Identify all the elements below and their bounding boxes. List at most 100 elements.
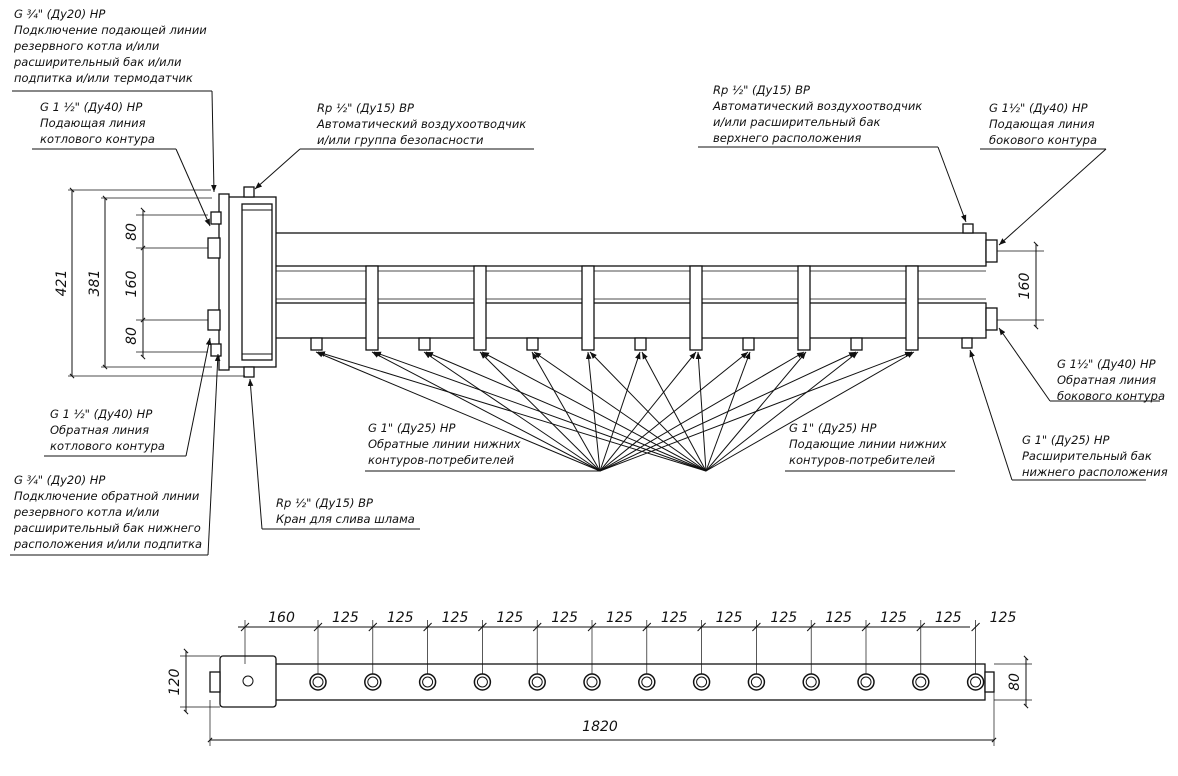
plan-right-nozzle bbox=[984, 671, 995, 693]
riser-6 bbox=[905, 265, 919, 351]
supply-leader-12 bbox=[705, 351, 859, 472]
riser-3 bbox=[581, 265, 595, 351]
right-top-air-stub bbox=[962, 223, 974, 234]
dim-pitch-2: 125 bbox=[387, 610, 414, 626]
return-leader-1 bbox=[371, 351, 601, 472]
plan-outlet-inner-10 bbox=[805, 676, 817, 688]
dim-pitch-7: 125 bbox=[661, 610, 688, 626]
dim-160-plan: 160 bbox=[268, 610, 295, 626]
left-upper-nozzle bbox=[207, 237, 221, 259]
dim-160-right: 160 bbox=[1017, 273, 1033, 300]
dim-pitch-8: 125 bbox=[716, 610, 743, 626]
drain-spec: Rp ½" (Ду15) ВР bbox=[276, 496, 373, 510]
dim-pitch-4: 125 bbox=[496, 610, 523, 626]
plan-outlet-inner-12 bbox=[915, 676, 927, 688]
plan-outlet-inner-11 bbox=[860, 676, 872, 688]
outlet-stub-1 bbox=[310, 337, 323, 351]
tl-conn-spec: G ¾" (Ду20) НР bbox=[14, 7, 105, 21]
drain-stub bbox=[243, 366, 255, 378]
dim-80-lower: 80 bbox=[124, 327, 140, 345]
dim-80-upper: 80 bbox=[124, 223, 140, 241]
dim-421: 421 bbox=[54, 270, 70, 297]
front-view: 421 381 80 160 80 160 bbox=[10, 7, 1168, 556]
plan-outlet-inner-4 bbox=[476, 676, 488, 688]
dim-pitch-1: 125 bbox=[332, 610, 359, 626]
plan-outlet-inner-1 bbox=[312, 676, 324, 688]
supply-leader-11 bbox=[705, 351, 751, 472]
lower-header-pipe bbox=[269, 302, 987, 339]
supply-leader-3 bbox=[589, 351, 707, 472]
tl-supply-spec: G 1 ½" (Ду40) НР bbox=[40, 100, 142, 114]
bl-conn-spec: G ¾" (Ду20) НР bbox=[14, 473, 105, 487]
dim-pitch-5: 125 bbox=[551, 610, 578, 626]
dim-381: 381 bbox=[87, 270, 103, 297]
tr-supply-spec: G 1½" (Ду40) НР bbox=[989, 101, 1088, 115]
supply-leader-fan bbox=[317, 351, 915, 472]
outlet-stub-4 bbox=[634, 337, 647, 351]
dim-1820: 1820 bbox=[582, 719, 618, 735]
upper-header-pipe bbox=[269, 232, 987, 267]
outlet-stubs-group bbox=[310, 337, 863, 351]
outlet-stub-3 bbox=[526, 337, 539, 351]
dim-120: 120 bbox=[167, 669, 183, 696]
top-air-vent-stub bbox=[243, 186, 255, 198]
dim-pitch-3: 125 bbox=[442, 610, 469, 626]
riser-1 bbox=[365, 265, 379, 351]
plan-left-nozzle bbox=[209, 671, 221, 693]
left-lower-nozzle bbox=[207, 309, 221, 331]
supply-leader-4 bbox=[695, 351, 707, 472]
supply-leader-10 bbox=[641, 351, 707, 472]
outlet-stub-5 bbox=[742, 337, 755, 351]
outlet-stub-2 bbox=[418, 337, 431, 351]
bl-return-spec: G 1 ½" (Ду40) НР bbox=[50, 407, 152, 421]
mid-return-spec: G 1" (Ду25) НР bbox=[368, 421, 456, 435]
plan-outlet-inner-13 bbox=[970, 676, 982, 688]
plan-outlet-inner-7 bbox=[641, 676, 653, 688]
right-upper-nozzle bbox=[985, 239, 998, 263]
supply-leader-9 bbox=[533, 351, 707, 472]
outlet-stub-6 bbox=[850, 337, 863, 351]
supply-leader-6 bbox=[705, 351, 915, 472]
supply-leader-2 bbox=[481, 351, 707, 472]
dim-pitch-9: 125 bbox=[770, 610, 797, 626]
supply-leader-5 bbox=[705, 351, 807, 472]
riser-4 bbox=[689, 265, 703, 351]
r-tank-spec: G 1" (Ду25) НР bbox=[1022, 433, 1110, 447]
plan-outlet-inner-2 bbox=[367, 676, 379, 688]
plan-outlet-inner-9 bbox=[750, 676, 762, 688]
plan-outlet-inner-3 bbox=[422, 676, 434, 688]
r-return-spec: G 1½" (Ду40) НР bbox=[1057, 357, 1156, 371]
dim-80-plan: 80 bbox=[1007, 673, 1023, 691]
left-dimensions: 421 381 80 160 80 bbox=[54, 187, 245, 379]
dim-160-middle: 160 bbox=[124, 271, 140, 298]
plan-outlet-inner-5 bbox=[531, 676, 543, 688]
riser-2 bbox=[473, 265, 487, 351]
tr-air-spec: Rp ½" (Ду15) ВР bbox=[713, 83, 810, 97]
plan-outlet-inner-8 bbox=[696, 676, 708, 688]
plan-separator-box bbox=[219, 655, 277, 708]
right-bottom-tank-stub bbox=[961, 337, 973, 349]
dim-pitch-10: 125 bbox=[825, 610, 852, 626]
riser-5 bbox=[797, 265, 811, 351]
supply-leader-7 bbox=[317, 351, 707, 472]
right-dimension: 160 bbox=[997, 241, 1044, 330]
dim-pitch-13: 125 bbox=[990, 610, 1017, 626]
supply-leader-1 bbox=[373, 351, 707, 472]
plan-header-body bbox=[274, 663, 986, 701]
plan-outlet-inner-6 bbox=[586, 676, 598, 688]
